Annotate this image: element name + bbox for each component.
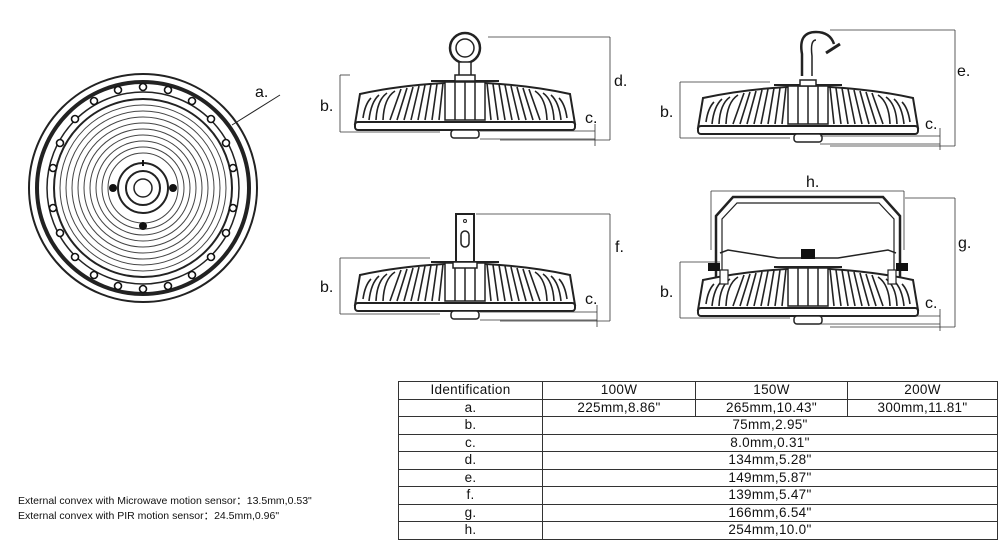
cell-value: 75mm,2.95" [542,416,998,435]
label-d: d. [614,73,627,90]
side-view-pipe-mount [354,213,576,320]
label-a: a. [255,84,268,101]
table-row: a. 225mm,8.86" 265mm,10.43" 300mm,11.81" [398,398,998,417]
table-row: e. 149mm,5.87" [398,468,998,487]
cell-value: 300mm,11.81" [847,398,998,417]
table-header-row: Identification 100W 150W 200W [398,381,998,400]
label-c-3: c. [585,291,597,308]
cell-value: 254mm,10.0" [542,521,998,540]
row-id: f. [398,486,543,505]
cell-value: 166mm,6.54" [542,503,998,522]
note-microwave-sensor: External convex with Microwave motion se… [18,495,312,507]
row-id: h. [398,521,543,540]
side-view-u-bracket [697,195,919,325]
label-b-2: b. [660,104,673,121]
cell-value: 8.0mm,0.31" [542,433,998,452]
table-row: d. 134mm,5.28" [398,451,998,470]
side-view-ring-hook [354,31,576,139]
dimension-lines-f [339,213,611,327]
label-c-2: c. [925,116,937,133]
cell-value: 139mm,5.47" [542,486,998,505]
header-150w: 150W [695,381,848,400]
row-id: e. [398,468,543,487]
label-b-3: b. [320,279,333,296]
label-c-4: c. [925,295,937,312]
table-row: b. 75mm,2.95" [398,416,998,435]
table-row: g. 166mm,6.54" [398,503,998,522]
cell-value: 134mm,5.28" [542,451,998,470]
row-id: b. [398,416,543,435]
table-row: f. 139mm,5.47" [398,486,998,505]
table-row: c. 8.0mm,0.31" [398,433,998,452]
table-row: h. 254mm,10.0" [398,521,998,540]
sensor-notes: External convex with Microwave motion se… [18,494,312,524]
label-e: e. [957,63,970,80]
label-g: g. [958,235,971,252]
label-f: f. [615,239,624,256]
dimension-lines-e [679,29,956,150]
label-c-1: c. [585,110,597,127]
note-pir-sensor: External convex with PIR motion sensor：2… [18,510,280,522]
cell-value: 225mm,8.86" [542,398,696,417]
label-b-4: b. [660,284,673,301]
top-view-lamp [28,73,281,303]
header-200w: 200W [847,381,998,400]
row-id: c. [398,433,543,452]
cell-value: 149mm,5.87" [542,468,998,487]
label-b-1: b. [320,98,333,115]
header-100w: 100W [542,381,696,400]
row-id: d. [398,451,543,470]
row-id: a. [398,398,543,417]
cell-value: 265mm,10.43" [695,398,848,417]
specification-table: Identification 100W 150W 200W a. 225mm,8… [398,381,998,540]
side-view-open-hook [697,30,919,143]
label-h: h. [806,174,819,191]
header-identification: Identification [398,381,543,400]
dimension-lines-d [339,36,611,146]
row-id: g. [398,503,543,522]
dimension-lines-g-h [679,190,956,331]
